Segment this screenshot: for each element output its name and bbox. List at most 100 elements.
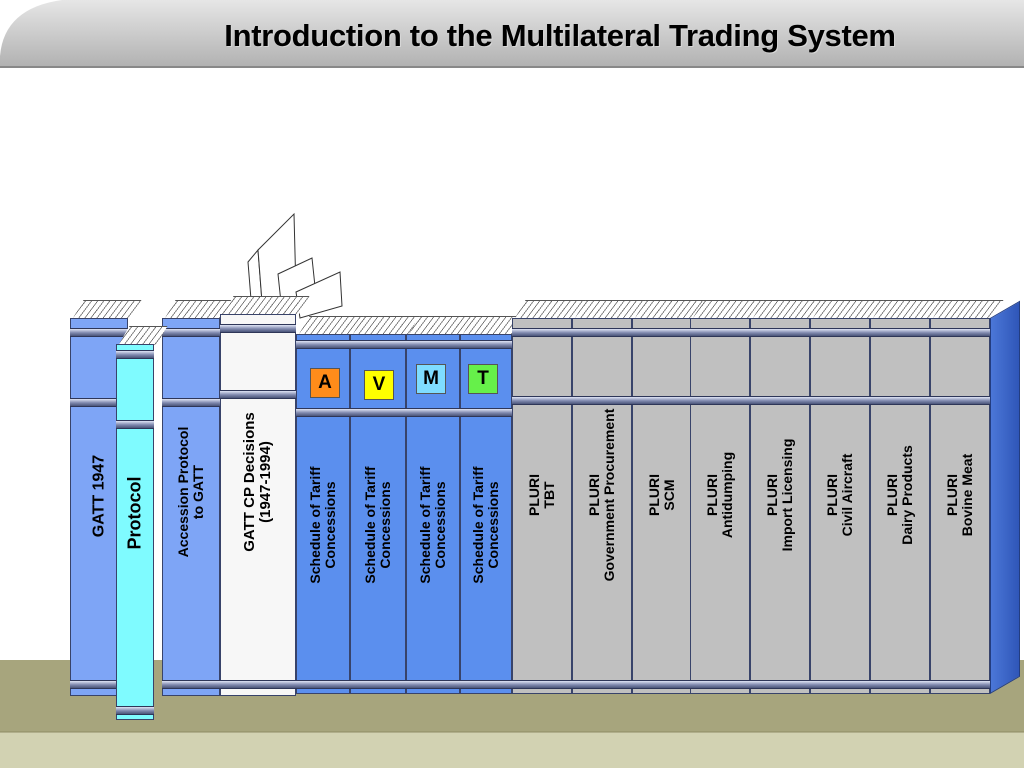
book-label-line: PLURI [703, 473, 720, 516]
book-spine [116, 344, 154, 720]
page-title: Introduction to the Multilateral Trading… [224, 18, 896, 53]
spine-band [296, 340, 350, 349]
book-label-line: (1947-1994) [257, 441, 274, 523]
book-label-line: Bovine Meat [959, 453, 975, 536]
book-label-line: GATT 1947 [90, 454, 108, 537]
spine-band [162, 398, 220, 407]
book-label-line: Concessions [322, 481, 338, 569]
book-spine [930, 318, 990, 694]
schedule-tag: A [310, 368, 340, 398]
spine-band [690, 328, 750, 337]
spine-band [116, 420, 154, 429]
spine-band [162, 680, 220, 689]
book-label-line: Antidumping [719, 451, 735, 538]
spine-band [512, 396, 572, 405]
book-label: GATT 1947 [90, 454, 107, 536]
title-bar: Introduction to the Multilateral Trading… [0, 0, 1024, 72]
book-label-line: Concessions [432, 481, 448, 569]
book-label: GATT CP Decisions(1947-1994) [241, 412, 274, 551]
spine-band [632, 328, 692, 337]
spine-band [750, 396, 810, 405]
spine-band [930, 328, 990, 337]
spine-band [406, 408, 460, 417]
spine-band [296, 680, 350, 689]
spine-band [70, 680, 128, 689]
book-label-line: PLURI [763, 473, 780, 516]
book-label-line: PLURI [943, 473, 960, 516]
spine-band [750, 680, 810, 689]
schedule-tag: T [468, 364, 498, 394]
spine-band [162, 328, 220, 337]
book-label-line: Import Licensing [779, 438, 795, 552]
spine-band [690, 680, 750, 689]
book-label-line: Schedule of Tariff [469, 466, 486, 584]
book-spine [810, 318, 870, 694]
book-label-line: Protocol [124, 476, 145, 550]
spine-band [750, 328, 810, 337]
book-label-line: PLURI [585, 473, 602, 516]
book-spine [572, 318, 632, 694]
book-label-line: Concessions [485, 481, 501, 569]
spine-band [220, 324, 296, 333]
spine-band [296, 408, 350, 417]
spine-band [930, 680, 990, 689]
spine-band [220, 680, 296, 689]
book-label-line: Schedule of Tariff [416, 466, 433, 584]
spine-band [870, 680, 930, 689]
spine-band [116, 706, 154, 715]
spine-band [690, 396, 750, 405]
book-label-line: PLURI [883, 473, 900, 516]
book-label-line: PLURI [525, 473, 542, 516]
spine-band [350, 340, 406, 349]
spine-band [350, 680, 406, 689]
book-spine [406, 334, 460, 694]
book-spine [460, 334, 512, 694]
spine-band [572, 680, 632, 689]
book-spine [162, 318, 220, 696]
book-label-line: Schedule of Tariff [306, 466, 323, 584]
spine-band [632, 396, 692, 405]
spine-band [810, 680, 870, 689]
spine-band [116, 350, 154, 359]
book-label-line: Government Procurement [601, 408, 617, 582]
book-spine [512, 318, 572, 694]
spine-band [406, 340, 460, 349]
spine-band [460, 408, 512, 417]
spine-band [220, 390, 296, 399]
book-label-line: SCM [661, 479, 677, 511]
book-label: Protocol [124, 476, 145, 550]
spine-band [350, 408, 406, 417]
schedule-tag: M [416, 364, 446, 394]
book-label-line: PLURI [823, 473, 840, 516]
book-row-end [990, 300, 1020, 694]
book-label-line: to GATT [190, 464, 206, 519]
book-spine [870, 318, 930, 694]
spine-band [512, 680, 572, 689]
book-label-line: Concessions [377, 481, 393, 569]
spine-band [70, 328, 128, 337]
spine-band [810, 328, 870, 337]
book-spine [750, 318, 810, 694]
title-bar-shape [0, 0, 1024, 68]
book-top-pages [72, 300, 142, 319]
book-label-line: Accession Protocol [174, 426, 191, 558]
spine-band [406, 680, 460, 689]
book-label-line: Civil Aircraft [839, 453, 855, 537]
book-label-line: Schedule of Tariff [361, 466, 378, 584]
book-label-line: TBT [541, 481, 557, 509]
